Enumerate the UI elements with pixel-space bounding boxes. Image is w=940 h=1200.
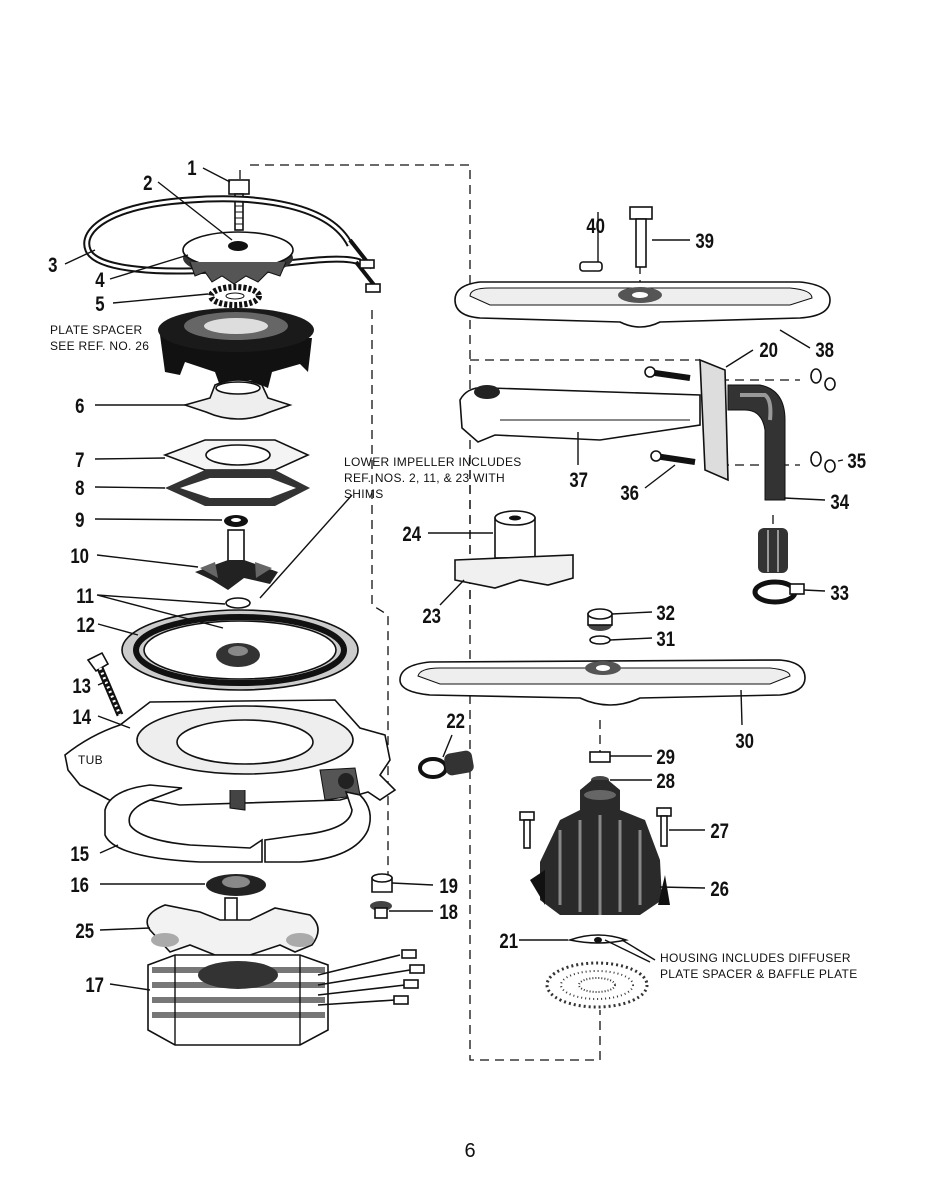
- callout-34: 34: [830, 491, 849, 514]
- part-1-bolt: [228, 179, 250, 231]
- callout-38: 38: [815, 339, 834, 362]
- callout-19: 19: [439, 875, 458, 898]
- part-19-fitting: [371, 873, 393, 893]
- part-21-propeller: [567, 934, 629, 944]
- callout-12: 12: [76, 614, 95, 637]
- part-17-motor: [147, 949, 425, 1046]
- callout-13: 13: [72, 675, 91, 698]
- part-35-nuts: [810, 368, 836, 473]
- note-plate-spacer-1: PLATE SPACER: [50, 323, 143, 337]
- part-15-mounting-ring: [104, 784, 371, 863]
- callout-36: 36: [620, 482, 639, 505]
- callout-16: 16: [70, 874, 89, 897]
- part-36-screws: [644, 366, 696, 465]
- leader-lines: [64, 167, 844, 991]
- part-34-hose-lower: [758, 528, 788, 573]
- part-38-upper-spray-arm: [454, 281, 831, 328]
- part-37-manifold: [459, 385, 701, 443]
- callout-18: 18: [439, 901, 458, 924]
- part-40-clip: [579, 261, 603, 272]
- part-12-seal-ring: [121, 609, 359, 691]
- callout-23: 23: [422, 605, 441, 628]
- callout-7: 7: [75, 449, 84, 472]
- callout-1: 1: [187, 157, 197, 180]
- callout-6: 6: [75, 395, 84, 418]
- callout-32: 32: [656, 602, 675, 625]
- callout-33: 33: [830, 582, 849, 605]
- note-lower-impeller-2: REF. NOS. 2, 11, & 23 WITH: [344, 471, 505, 485]
- callout-numbers: 1 2 3 4 5 6 7 8 9 10 11 12 13 14 15 16 2…: [48, 157, 866, 997]
- part-7-plate: [162, 439, 310, 471]
- callout-14: 14: [72, 706, 91, 729]
- part-29-nut: [589, 751, 611, 763]
- callout-5: 5: [95, 293, 105, 316]
- callout-17: 17: [85, 974, 104, 997]
- part-23-baffle: [454, 554, 574, 589]
- callout-9: 9: [75, 509, 84, 532]
- plate-spacer: [158, 308, 314, 388]
- callout-27: 27: [710, 820, 729, 843]
- callout-35: 35: [847, 450, 866, 473]
- callout-4: 4: [95, 269, 105, 292]
- part-16-seal: [206, 874, 266, 896]
- notes: PLATE SPACER SEE REF. NO. 26 LOWER IMPEL…: [50, 323, 858, 981]
- part-39-pin: [629, 206, 653, 268]
- note-plate-spacer-2: SEE REF. NO. 26: [50, 339, 149, 353]
- note-tub: TUB: [78, 753, 103, 767]
- part-30-lower-spray-arm: [399, 659, 806, 706]
- part-13-screw: [86, 651, 124, 717]
- callout-10: 10: [70, 545, 89, 568]
- part-18-fitting: [370, 901, 392, 919]
- part-31-washer: [589, 635, 611, 645]
- callout-11: 11: [76, 585, 94, 608]
- note-housing-1: HOUSING INCLUDES DIFFUSER: [660, 951, 851, 965]
- part-32-nut: [587, 608, 613, 631]
- part-33-clamp: [752, 579, 805, 605]
- callout-21: 21: [499, 930, 518, 953]
- part-34-hose: [727, 384, 786, 501]
- part-24-bushing: [494, 510, 536, 559]
- note-lower-impeller-1: LOWER IMPELLER INCLUDES: [344, 455, 522, 469]
- callout-26: 26: [710, 878, 729, 901]
- callout-37: 37: [569, 469, 588, 492]
- callout-15: 15: [70, 843, 89, 866]
- part-6-cover: [182, 379, 293, 420]
- part-10-impeller: [195, 529, 278, 590]
- part-20-bracket: [699, 358, 729, 482]
- part-25-motor-bracket: [146, 897, 319, 956]
- note-lower-impeller-3: SHIMS: [344, 487, 384, 501]
- callout-40: 40: [586, 215, 605, 238]
- callout-24: 24: [402, 523, 421, 546]
- page-number: 6: [464, 1140, 476, 1162]
- callout-39: 39: [695, 230, 714, 253]
- callout-22: 22: [446, 710, 465, 733]
- callout-31: 31: [656, 628, 675, 651]
- part-22-coupling: [418, 750, 474, 779]
- part-4-impeller-plate: [182, 231, 294, 285]
- callout-20: 20: [759, 339, 778, 362]
- part-26-housing: [530, 780, 670, 915]
- part-27-screws: [519, 807, 672, 849]
- callout-2: 2: [143, 172, 152, 195]
- callout-28: 28: [656, 770, 675, 793]
- part-8-gasket: [165, 470, 310, 506]
- note-housing-2: PLATE SPACER & BAFFLE PLATE: [660, 967, 858, 981]
- baffle-plate: [545, 961, 649, 1009]
- part-5-spline-washer: [208, 284, 262, 308]
- callout-30: 30: [735, 730, 754, 753]
- callout-8: 8: [75, 477, 84, 500]
- callout-25: 25: [75, 920, 94, 943]
- callout-29: 29: [656, 746, 675, 769]
- part-9-washer: [224, 515, 248, 527]
- part-14-sump-tub: [64, 699, 397, 811]
- callout-3: 3: [48, 254, 57, 277]
